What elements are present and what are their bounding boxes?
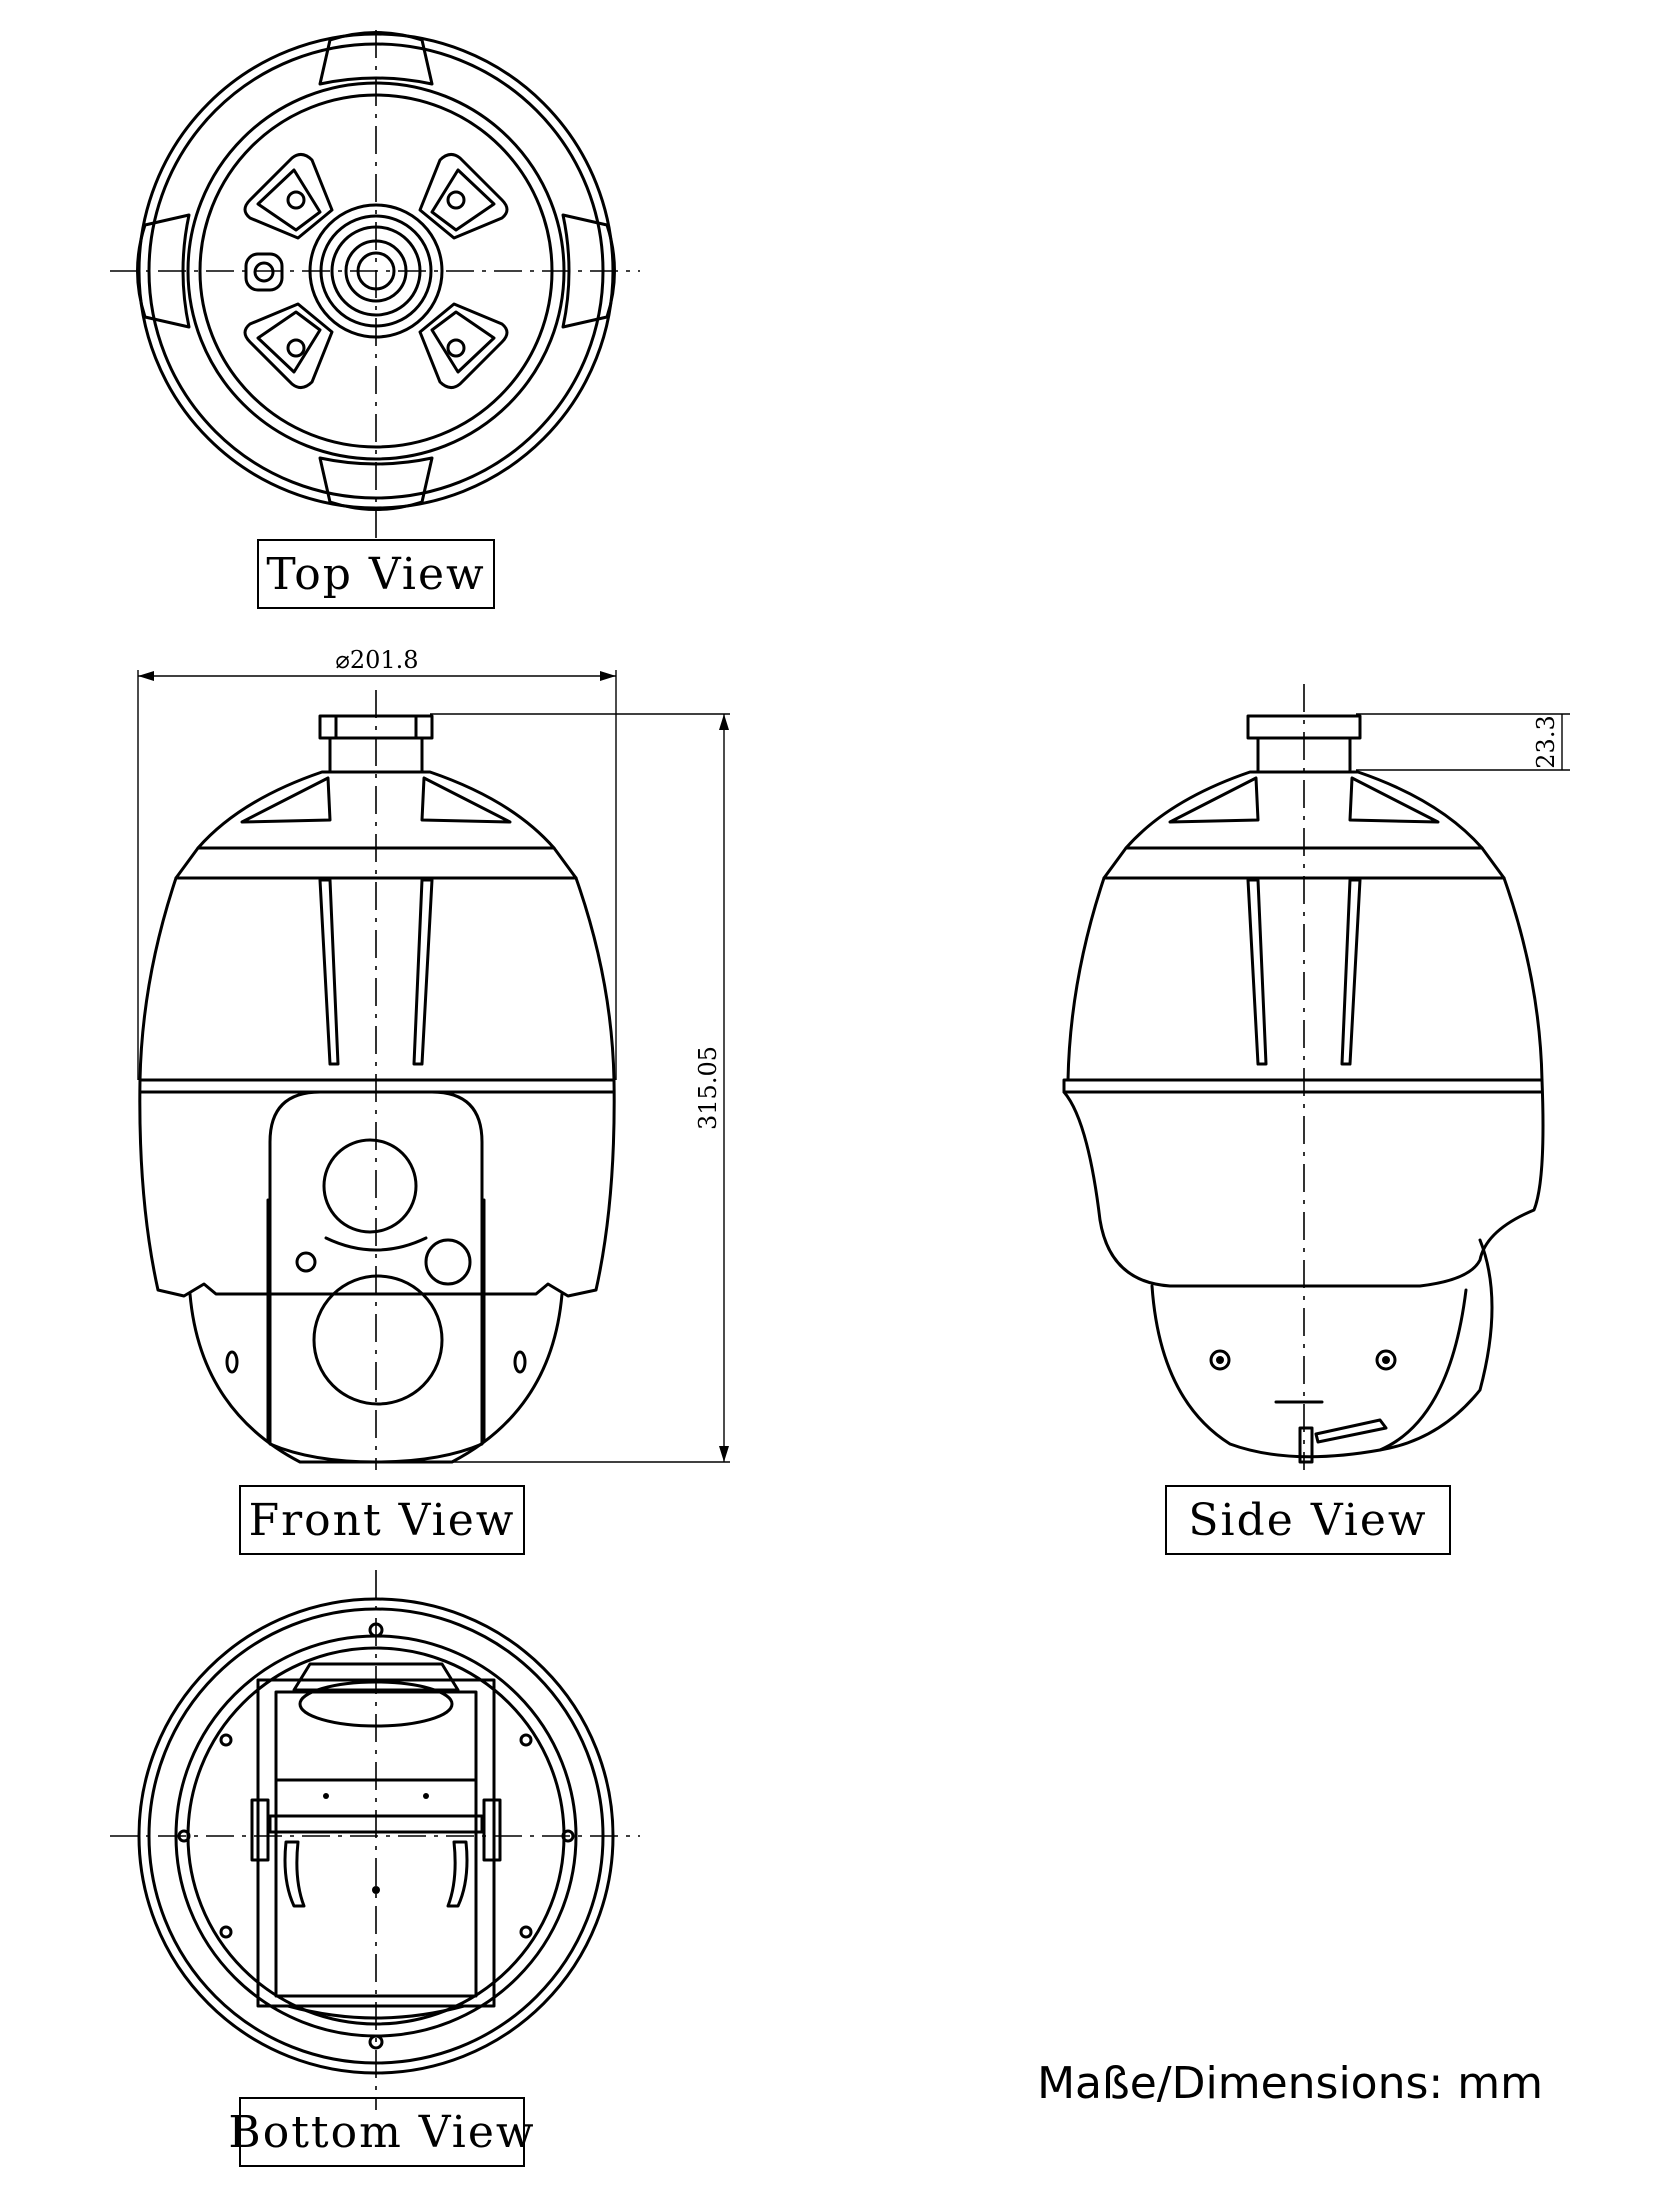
top-view: [110, 30, 640, 540]
front-view-label: Front View: [249, 1495, 516, 1546]
side-view: 23.3: [1062, 684, 1570, 1470]
top-view-label-box: [257, 539, 495, 609]
top-view-label: Top View: [266, 549, 485, 600]
height-dimension: 315.05: [694, 1046, 722, 1130]
bottom-view: [110, 1570, 640, 2110]
diameter-dimension: ⌀201.8: [335, 646, 418, 674]
bottom-view-label-box: [239, 2097, 525, 2167]
mount-dimension: 23.3: [1532, 715, 1560, 768]
side-view-label: Side View: [1188, 1495, 1427, 1546]
side-view-label-box: [1165, 1485, 1451, 1555]
bottom-view-label: Bottom View: [228, 2107, 535, 2158]
units-note: Maße/Dimensions: mm: [1037, 2058, 1543, 2109]
front-view-label-box: [239, 1485, 525, 1555]
front-view: ⌀201.8 315.05: [137, 646, 730, 1470]
